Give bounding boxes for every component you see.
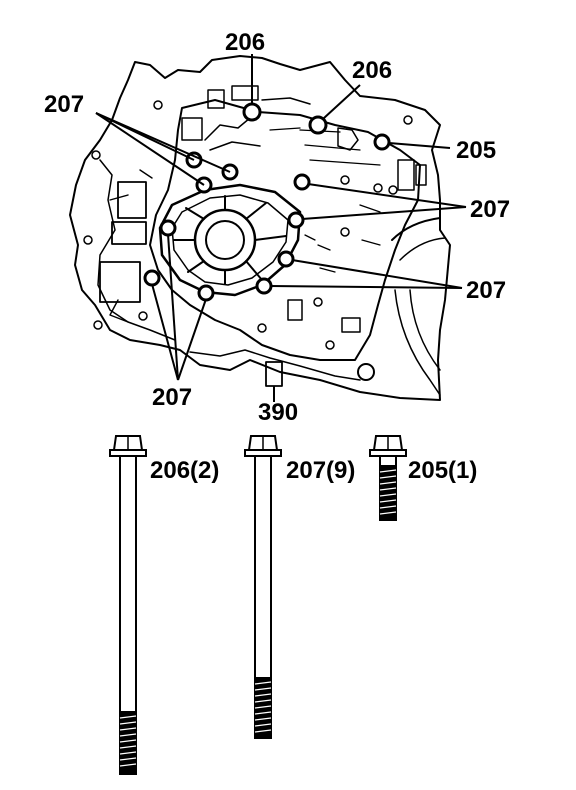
case-hole xyxy=(93,320,103,330)
bolt-head-207 xyxy=(159,219,177,237)
leader-207-left-b xyxy=(95,112,231,173)
leader-207-rl-a xyxy=(291,259,463,289)
leader-207-left-c xyxy=(95,112,205,186)
bolt-205-short xyxy=(369,435,407,521)
bolt-207-shank xyxy=(254,455,272,679)
housing-arc-outer xyxy=(391,217,441,241)
leader-206-right xyxy=(323,84,361,119)
case-hole xyxy=(257,323,267,333)
valve-right-lines xyxy=(304,204,381,273)
solenoid-top xyxy=(231,85,259,101)
bolt-207-thread-lines xyxy=(254,681,272,733)
separator-plate xyxy=(158,183,302,297)
bolt-207-label: 207(9) xyxy=(286,457,355,484)
solenoid-top-left xyxy=(181,117,203,141)
bolt-207-medium xyxy=(244,435,282,739)
solenoid-left-wiring xyxy=(109,169,153,323)
case-lower-edge xyxy=(189,349,361,381)
housing-arc-1 xyxy=(399,237,446,261)
leader-205 xyxy=(388,142,451,149)
case-hole xyxy=(403,115,413,125)
callout-206-top: 206 xyxy=(225,29,265,56)
bolt-205-shank xyxy=(379,455,397,467)
case-inner-edge xyxy=(97,159,176,341)
case-hole xyxy=(313,297,323,307)
case-hole xyxy=(340,227,350,237)
center-boss-inner xyxy=(205,220,245,260)
case-hole xyxy=(138,311,148,321)
leader-207-ru-b xyxy=(301,206,467,220)
case-hole xyxy=(153,100,163,110)
case-outline xyxy=(69,55,451,401)
wire-harness xyxy=(204,97,311,151)
case-hole xyxy=(91,150,101,160)
valve-body-plate xyxy=(149,99,421,361)
bracket-right xyxy=(337,127,359,151)
leader-207-ru-a xyxy=(307,183,467,208)
housing-arc-2 xyxy=(394,289,441,396)
case-hole xyxy=(373,183,383,193)
callout-207-right-upper: 207 xyxy=(470,196,510,223)
leader-207-bottom-b xyxy=(151,283,179,381)
callout-207-right-lower: 207 xyxy=(466,277,506,304)
case-hole xyxy=(388,185,398,195)
bolt-206-thread-lines xyxy=(119,715,137,767)
callout-205: 205 xyxy=(456,137,496,164)
solenoid-left-mid xyxy=(111,221,147,245)
bolt-head-206 xyxy=(242,102,262,122)
case-hole xyxy=(357,363,375,381)
callout-207-left: 207 xyxy=(44,91,84,118)
bolt-206-label: 206(2) xyxy=(150,457,219,484)
spoke xyxy=(245,260,263,281)
bolt-head-207 xyxy=(277,250,295,268)
bolt-head-207 xyxy=(293,173,311,191)
spoke xyxy=(245,202,267,220)
spoke xyxy=(187,260,205,273)
separator-plate-inner xyxy=(171,194,289,286)
bolt-head-206 xyxy=(308,115,328,135)
spoke xyxy=(254,235,287,241)
callout-206-right: 206 xyxy=(352,57,392,84)
filter-tab xyxy=(287,299,303,321)
case-hole xyxy=(340,175,350,185)
bolt-205-label: 205(1) xyxy=(408,457,477,484)
bolt-head-207 xyxy=(143,269,161,287)
connector-right-2 xyxy=(415,164,427,186)
case-hole xyxy=(83,235,93,245)
bolt-head-207 xyxy=(255,277,273,295)
case-hole xyxy=(325,340,335,350)
leader-207-bottom-a xyxy=(167,233,179,381)
connector-right xyxy=(397,159,415,191)
valve-bore-lines xyxy=(269,127,381,166)
callout-207-bottom: 207 xyxy=(152,384,192,411)
bolt-head-207 xyxy=(287,211,305,229)
callout-labels: 206 206 207 205 207 207 207 390 xyxy=(44,29,510,426)
bolt-206-long xyxy=(109,435,147,775)
bolt-206-shank xyxy=(119,455,137,713)
callout-390: 390 xyxy=(258,399,298,426)
solenoid-left-lower xyxy=(99,261,141,303)
bolt-head-205 xyxy=(373,133,391,151)
spoke xyxy=(185,207,205,220)
transmission-case-drawing xyxy=(69,55,451,401)
solenoid-left-upper xyxy=(117,181,147,219)
leader-lines xyxy=(95,54,467,402)
bolt-head-207 xyxy=(197,284,215,302)
housing-arc-3 xyxy=(409,289,441,371)
installed-bolt-heads xyxy=(143,102,391,302)
solenoid-top-mid xyxy=(207,89,225,109)
leader-207-rl-b xyxy=(269,285,463,289)
detent-spring xyxy=(341,317,361,333)
seal-390-body xyxy=(265,361,283,387)
leader-207-bottom-c xyxy=(177,298,207,381)
bolt-205-thread-lines xyxy=(379,469,397,515)
